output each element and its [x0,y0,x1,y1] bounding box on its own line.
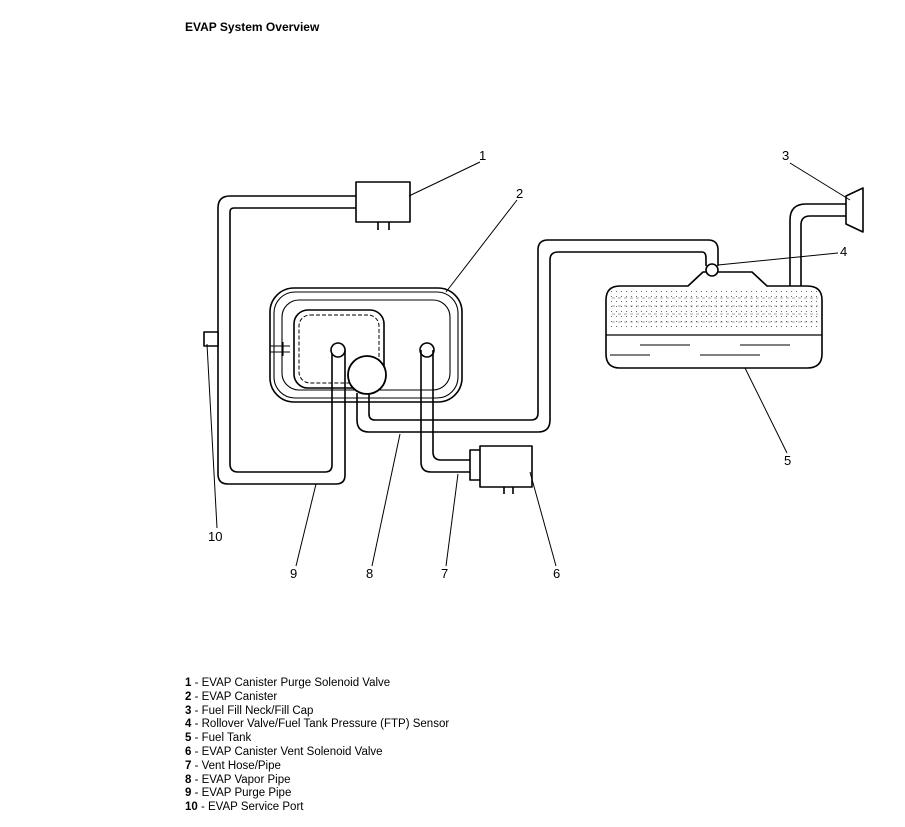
evap-diagram: 1 2 3 4 5 6 7 8 9 10 [203,148,864,581]
vent-hose-pipe [420,350,470,473]
service-port [203,331,219,347]
callout-10: 10 [208,529,222,544]
vent-solenoid-valve [469,445,533,494]
vapor-pipe [356,239,719,433]
callout-7: 7 [441,566,448,581]
legend-item: 7 - Vent Hose/Pipe [185,759,281,772]
legend-item: 2 - EVAP Canister [185,690,278,703]
legend: 1 - EVAP Canister Purge Solenoid Valve 2… [185,677,449,815]
callout-3: 3 [782,148,789,163]
purge-solenoid-valve [355,181,411,230]
fuel-fill-neck [789,187,864,286]
rollover-valve-ftp-sensor [705,263,719,277]
callout-4: 4 [840,244,847,259]
fuel-tank [605,271,823,369]
legend-item: 4 - Rollover Valve/Fuel Tank Pressure (F… [185,718,450,731]
legend-item: 5 - Fuel Tank [185,732,252,745]
purge-pipe [217,195,356,485]
callout-1: 1 [479,148,486,163]
callout-8: 8 [366,566,373,581]
evap-canister [269,287,463,403]
legend-item: 1 - EVAP Canister Purge Solenoid Valve [185,677,391,689]
legend-item: 6 - EVAP Canister Vent Solenoid Valve [185,745,383,758]
legend-item: 9 - EVAP Purge Pipe [185,787,292,800]
callout-2: 2 [516,186,523,201]
legend-item: 3 - Fuel Fill Neck/Fill Cap [185,704,314,717]
legend-item: 10 - EVAP Service Port [185,801,304,814]
page-title: EVAP System Overview [185,20,320,34]
callout-6: 6 [553,566,560,581]
callout-5: 5 [784,453,791,468]
legend-item: 8 - EVAP Vapor Pipe [185,773,291,786]
callout-9: 9 [290,566,297,581]
